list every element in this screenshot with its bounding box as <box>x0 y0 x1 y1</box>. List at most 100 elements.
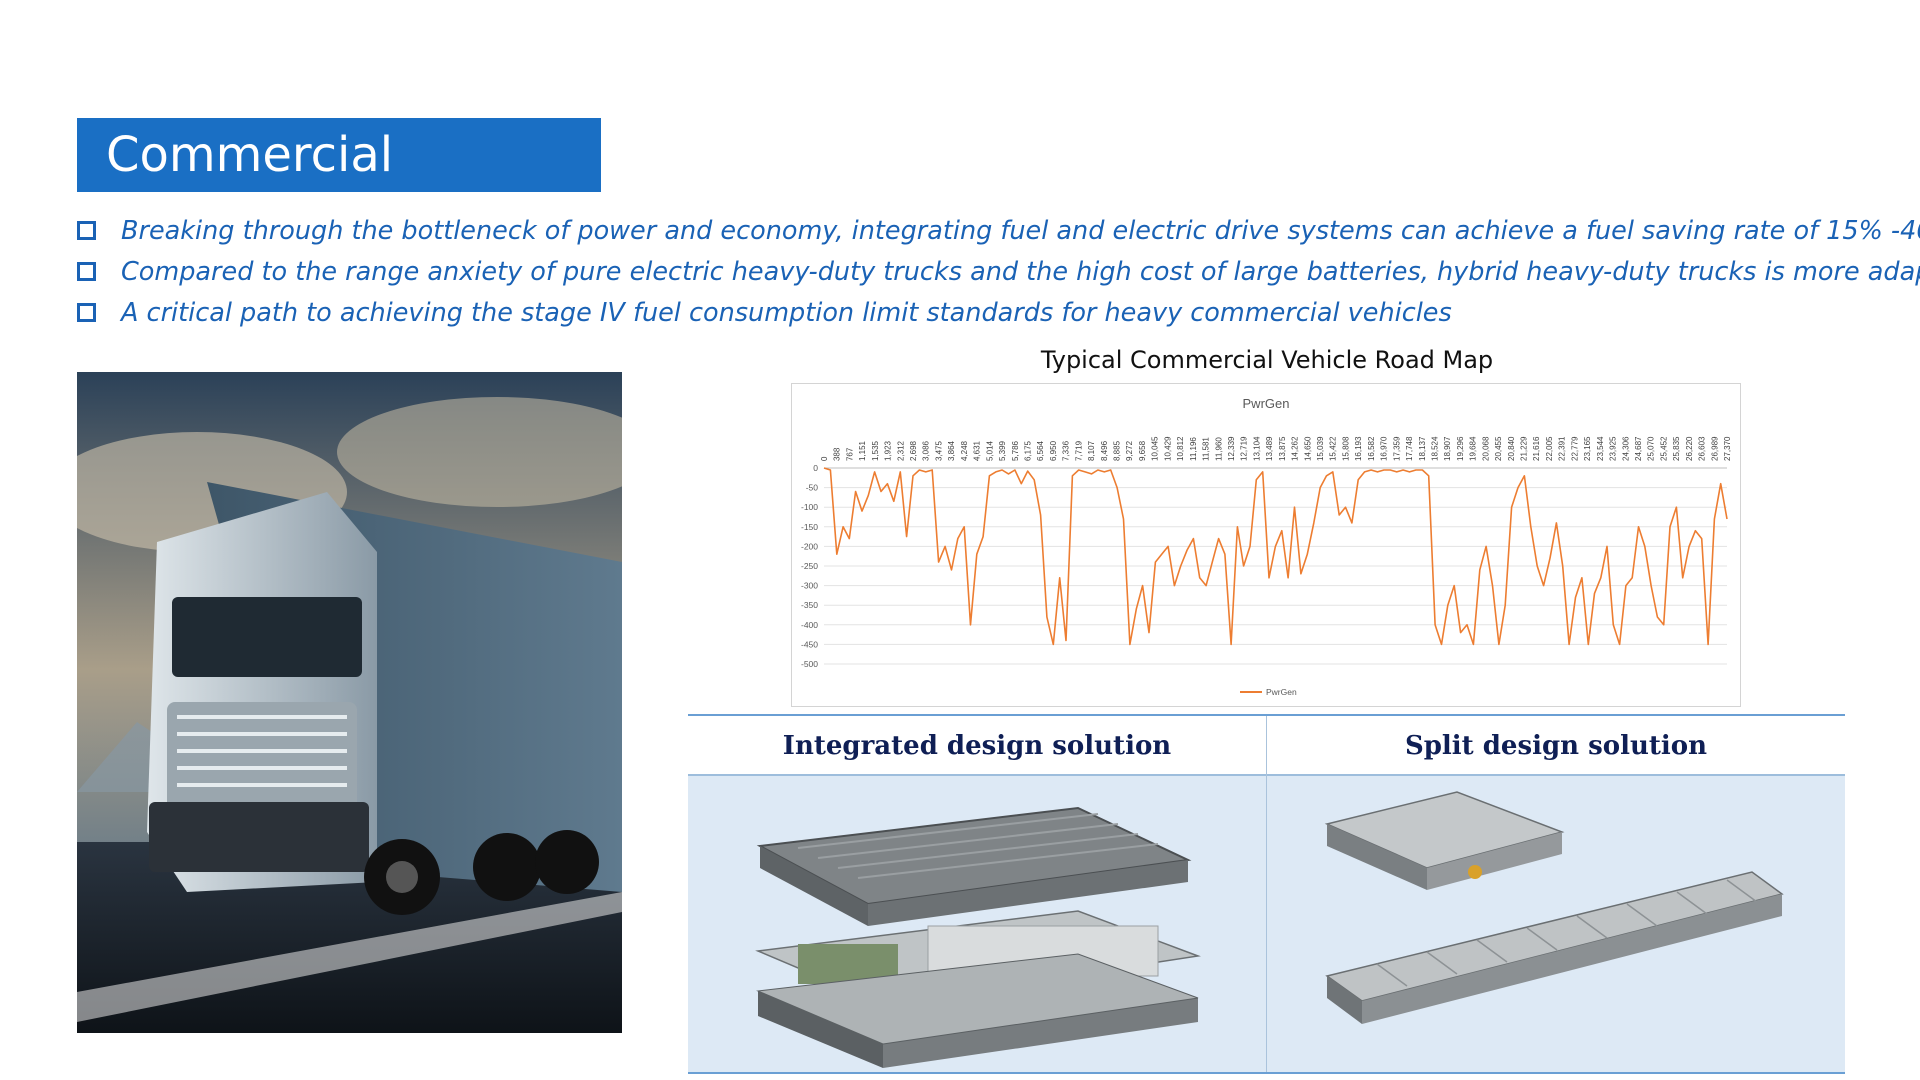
x-tick-label: 19,296 <box>1456 436 1465 461</box>
x-tick-label: 3,086 <box>922 440 931 461</box>
split-design-heading: Split design solution <box>1404 731 1708 761</box>
x-tick-label: 3,864 <box>947 440 956 461</box>
x-tick-label: 17,359 <box>1392 436 1401 461</box>
x-tick-label: 26,989 <box>1710 436 1719 461</box>
x-tick-label: 13,104 <box>1252 436 1261 461</box>
square-bullet-icon <box>77 262 96 281</box>
y-tick-label: 0 <box>813 463 818 473</box>
roadmap-heading: Typical Commercial Vehicle Road Map <box>1040 346 1494 374</box>
x-tick-label: 21,616 <box>1532 436 1541 461</box>
x-tick-label: 10,429 <box>1163 436 1172 461</box>
x-tick-label: 22,779 <box>1570 436 1579 461</box>
split-battery-pack-image <box>1324 791 1784 1024</box>
x-tick-label: 18,907 <box>1443 436 1452 461</box>
x-tick-label: 10,812 <box>1176 436 1185 461</box>
x-tick-label: 9,658 <box>1138 440 1147 461</box>
truck-photo <box>77 372 622 1033</box>
x-tick-label: 18,524 <box>1430 436 1439 461</box>
x-tick-label: 23,925 <box>1609 436 1618 461</box>
table-column-divider <box>1266 716 1267 1072</box>
x-tick-label: 27,370 <box>1723 436 1732 461</box>
x-tick-label: 1,151 <box>858 440 867 461</box>
x-tick-label: 7,719 <box>1074 440 1083 461</box>
x-tick-label: 6,950 <box>1049 440 1058 461</box>
x-tick-label: 5,399 <box>998 440 1007 461</box>
x-tick-label: 6,175 <box>1023 440 1032 461</box>
design-solutions-table: Integrated design solution Split design … <box>688 714 1845 1074</box>
x-tick-label: 25,070 <box>1647 436 1656 461</box>
x-tick-label: 10,045 <box>1151 436 1160 461</box>
x-tick-label: 7,336 <box>1062 440 1071 461</box>
integrated-design-panel <box>688 776 1266 1072</box>
x-tick-label: 23,165 <box>1583 436 1592 461</box>
x-tick-label: 21,229 <box>1520 436 1529 461</box>
x-tick-label: 26,603 <box>1698 436 1707 461</box>
x-tick-label: 4,631 <box>973 440 982 461</box>
bullet-item: Breaking through the bottleneck of power… <box>77 210 1920 251</box>
x-tick-label: 11,581 <box>1202 437 1211 461</box>
integrated-battery-pack-image <box>755 806 1201 1068</box>
y-tick-label: -300 <box>801 581 818 591</box>
x-tick-label: 20,455 <box>1494 436 1503 461</box>
y-tick-label: -100 <box>801 502 818 512</box>
x-tick-label: 11,196 <box>1189 437 1198 461</box>
table-bottom-rule <box>688 1072 1845 1074</box>
x-tick-label: 24,687 <box>1634 436 1643 461</box>
y-tick-label: -150 <box>801 522 818 532</box>
x-tick-label: 0 <box>820 456 829 461</box>
x-tick-label: 1,535 <box>871 440 880 461</box>
x-tick-label: 18,137 <box>1418 436 1427 461</box>
x-tick-label: 4,248 <box>960 440 969 461</box>
x-tick-label: 9,272 <box>1125 440 1134 461</box>
x-tick-label: 25,835 <box>1672 436 1681 461</box>
bullet-text: Compared to the range anxiety of pure el… <box>121 256 1920 287</box>
legend-label: PwrGen <box>1266 687 1297 697</box>
y-tick-label: -350 <box>801 600 818 610</box>
x-tick-label: 23,544 <box>1596 436 1605 461</box>
split-design-panel <box>1267 776 1845 1072</box>
x-tick-label: 14,650 <box>1303 436 1312 461</box>
x-tick-label: 20,068 <box>1481 436 1490 461</box>
bullet-text: Breaking through the bottleneck of power… <box>121 215 1920 246</box>
x-tick-label: 14,262 <box>1291 436 1300 461</box>
x-tick-label: 16,193 <box>1354 436 1363 461</box>
x-tick-label: 15,039 <box>1316 436 1325 461</box>
x-tick-label: 3,475 <box>934 440 943 461</box>
square-bullet-icon <box>77 221 96 240</box>
bullet-item: Compared to the range anxiety of pure el… <box>77 251 1920 292</box>
x-tick-label: 16,582 <box>1367 436 1376 461</box>
x-tick-label: 25,452 <box>1659 436 1668 461</box>
x-tick-label: 17,748 <box>1405 436 1414 461</box>
y-tick-label: -500 <box>801 659 818 669</box>
integrated-design-heading: Integrated design solution <box>782 731 1172 761</box>
x-tick-label: 5,786 <box>1011 440 1020 461</box>
x-tick-label: 26,220 <box>1685 436 1694 461</box>
x-tick-label: 20,840 <box>1507 436 1516 461</box>
x-tick-label: 15,808 <box>1341 436 1350 461</box>
x-tick-label: 11,960 <box>1214 437 1223 461</box>
y-tick-label: -450 <box>801 639 818 649</box>
x-tick-label: 2,312 <box>896 440 905 461</box>
y-tick-label: -200 <box>801 541 818 551</box>
x-tick-label: 1,923 <box>884 440 893 461</box>
x-tick-label: 6,564 <box>1036 440 1045 461</box>
x-tick-label: 388 <box>833 447 842 461</box>
x-tick-label: 15,422 <box>1329 436 1338 461</box>
chart-title: PwrGen <box>1243 396 1290 411</box>
x-tick-label: 8,885 <box>1113 440 1122 461</box>
x-tick-label: 12,339 <box>1227 436 1236 461</box>
bullet-text: A critical path to achieving the stage I… <box>121 297 1452 328</box>
x-tick-label: 767 <box>845 447 854 461</box>
x-tick-label: 12,719 <box>1240 436 1249 461</box>
bullet-list: Breaking through the bottleneck of power… <box>77 210 1920 333</box>
x-tick-label: 5,014 <box>985 440 994 461</box>
page-title: Commercial Vehicles <box>77 118 601 257</box>
x-tick-label: 2,698 <box>909 440 918 461</box>
x-tick-label: 13,489 <box>1265 436 1274 461</box>
x-tick-label: 22,391 <box>1558 436 1567 461</box>
x-tick-label: 16,970 <box>1380 436 1389 461</box>
square-bullet-icon <box>77 303 96 322</box>
bullet-item: A critical path to achieving the stage I… <box>77 292 1877 333</box>
x-tick-label: 8,107 <box>1087 440 1096 461</box>
